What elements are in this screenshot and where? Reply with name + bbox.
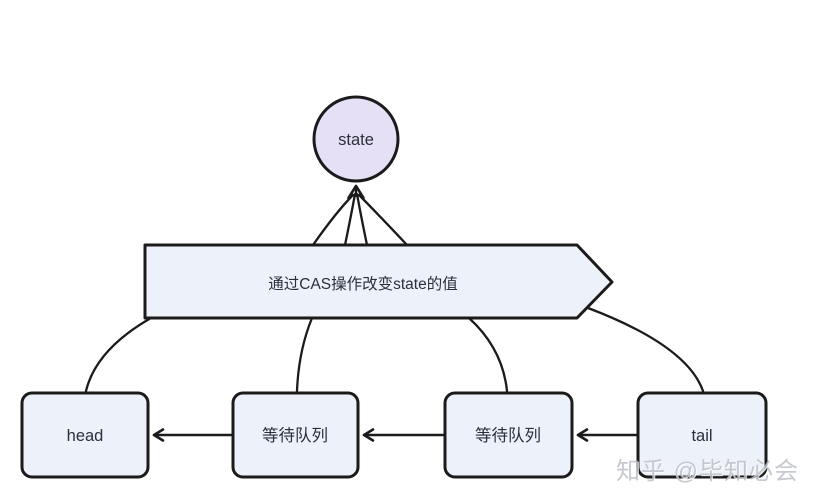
fan-curve-1 bbox=[311, 193, 355, 247]
node-state-circle bbox=[312, 95, 400, 183]
fan-curve-3 bbox=[355, 192, 369, 247]
wait-queue-1-label: 等待队列 bbox=[262, 426, 328, 445]
tail-box-label: tail bbox=[691, 427, 712, 445]
node-tail-box bbox=[636, 391, 768, 479]
state-node-label: state bbox=[338, 131, 374, 149]
banner-label: 通过CAS操作改变state的值 bbox=[268, 275, 457, 293]
diagram-edges-and-nodes bbox=[20, 95, 768, 479]
diagram-labels: state 通过CAS操作改变state的值 head 等待队列 等待队列 ta… bbox=[67, 131, 713, 445]
node-wait-queue-2-box bbox=[443, 391, 574, 479]
banner-cas-operation bbox=[143, 243, 614, 320]
fan-curve-2 bbox=[343, 192, 357, 247]
banner-to-box-curves bbox=[84, 306, 705, 393]
zhihu-watermark: 知乎 @毕知必会 bbox=[616, 458, 800, 485]
node-head-box bbox=[20, 391, 150, 479]
curve-to-head bbox=[84, 316, 153, 393]
up-arrowhead-icon bbox=[347, 184, 365, 200]
node-wait-queue-1-box bbox=[231, 391, 360, 479]
wait-queue-2-label: 等待队列 bbox=[475, 426, 541, 445]
head-box-label: head bbox=[67, 427, 104, 445]
curve-to-wait-queue-2 bbox=[467, 316, 509, 393]
curve-to-wait-queue-1 bbox=[295, 316, 314, 393]
curve-to-tail bbox=[586, 306, 705, 393]
fan-in-curves bbox=[311, 184, 409, 247]
